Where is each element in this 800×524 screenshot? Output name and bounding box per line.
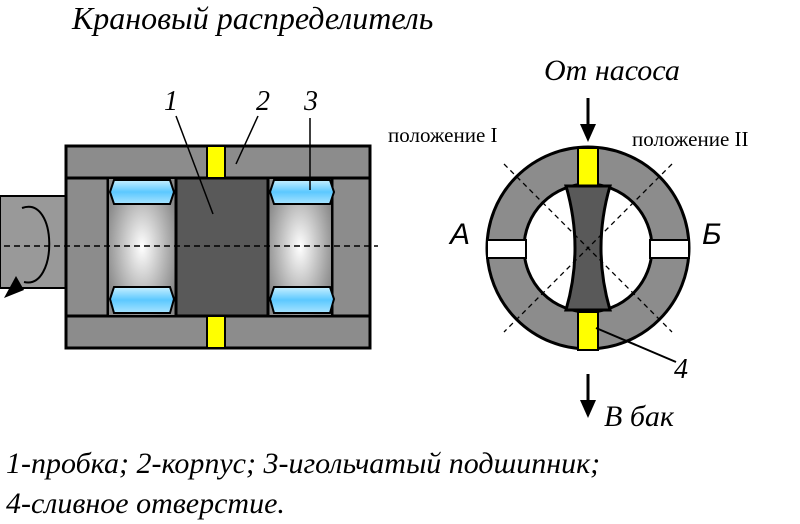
- plug: [174, 176, 270, 318]
- part-number-2: 2: [256, 86, 270, 117]
- housing-left-wall: [64, 176, 110, 318]
- port-a-label: А: [448, 218, 470, 251]
- part-number-4: 4: [674, 354, 688, 385]
- outlet-arrow-icon: [580, 400, 596, 418]
- drain-hole-top: [206, 145, 226, 179]
- diagram-title: Крановый распределитель: [71, 0, 433, 36]
- position-1-label: положение I: [388, 123, 498, 147]
- needle-bearing-top-left: [108, 179, 176, 205]
- leader-line-2: [235, 115, 259, 165]
- legend-line-1: 1-пробка; 2-корпус; 3-игольчатый подшипн…: [6, 447, 600, 480]
- legend-line-2: 4-сливное отверстие.: [6, 487, 285, 520]
- drain-hole-bottom: [206, 315, 226, 349]
- from-pump-label: От насоса: [544, 54, 680, 87]
- needle-bearing-bottom-right: [268, 286, 336, 314]
- leader-line-1: [175, 115, 214, 215]
- part-number-3: 3: [303, 86, 318, 117]
- to-tank-label: В бак: [604, 400, 675, 433]
- needle-bearing-top-right: [268, 179, 336, 205]
- inlet-arrow-icon: [580, 124, 596, 142]
- position-2-label: положение II: [632, 127, 749, 151]
- housing-right-wall: [330, 176, 372, 318]
- rotation-arrowhead-icon: [4, 276, 24, 298]
- side-section: 1 2 3: [0, 86, 378, 350]
- part-number-1: 1: [164, 86, 178, 117]
- cross-section: От насоса положение I положение II А Б 4…: [388, 54, 749, 433]
- port-channel-b: [649, 239, 690, 259]
- port-channel-a: [486, 239, 527, 259]
- drain-hole-bottom-section: [577, 311, 599, 351]
- inlet-hole-top: [577, 147, 599, 187]
- rotation-arrow-icon: [21, 205, 51, 284]
- position-line-2: [503, 163, 673, 333]
- needle-bearing-bottom-left: [108, 286, 176, 314]
- leader-line-4: [595, 327, 677, 363]
- port-b-label: Б: [702, 218, 722, 251]
